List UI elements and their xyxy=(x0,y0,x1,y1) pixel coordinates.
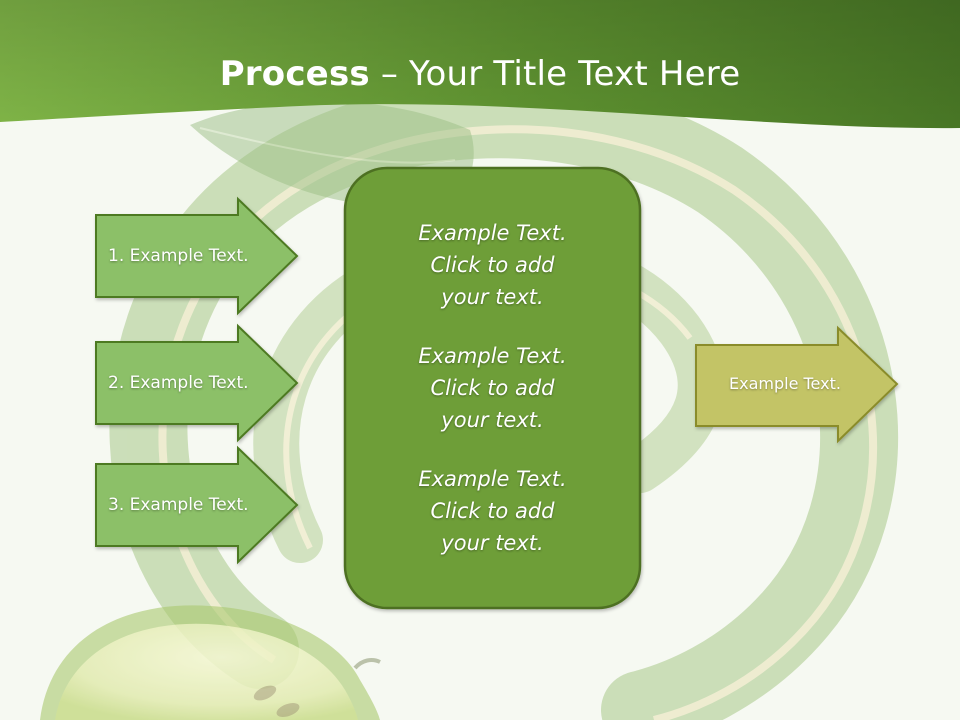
box-paragraph-2: Example Text. Click to add your text. xyxy=(418,340,566,436)
right-arrow-label[interactable]: Example Text. xyxy=(729,374,841,393)
arrow-shape-2[interactable] xyxy=(95,323,299,443)
box-line: your text. xyxy=(441,531,544,555)
box-line: your text. xyxy=(441,285,544,309)
arrow-label-1[interactable]: 1. Example Text. xyxy=(108,246,249,266)
box-line: Click to add xyxy=(430,499,555,523)
slide-title[interactable]: Process – Your Title Text Here xyxy=(0,52,960,96)
center-box-shape[interactable] xyxy=(343,166,642,610)
title-bold: Process xyxy=(219,54,370,94)
box-line: Example Text. xyxy=(418,221,567,245)
apple-graphic xyxy=(40,605,381,720)
box-line: Example Text. xyxy=(418,467,567,491)
box-paragraph-3: Example Text. Click to add your text. xyxy=(418,463,566,559)
box-line: Click to add xyxy=(430,253,555,277)
box-line: Example Text. xyxy=(418,344,567,368)
arrow-label-3[interactable]: 3. Example Text. xyxy=(108,495,249,515)
right-arrow-shape[interactable] xyxy=(695,325,899,444)
arrow-label-2[interactable]: 2. Example Text. xyxy=(108,373,249,393)
box-line: your text. xyxy=(441,408,544,432)
box-line: Click to add xyxy=(430,376,555,400)
arrow-shape-3[interactable] xyxy=(95,445,299,565)
center-box-text[interactable]: Example Text. Click to add your text. Ex… xyxy=(345,168,640,608)
title-rest: – Your Title Text Here xyxy=(369,54,741,94)
arrow-shape-1[interactable] xyxy=(95,196,299,316)
box-paragraph-1: Example Text. Click to add your text. xyxy=(418,217,566,313)
header-band xyxy=(0,0,960,129)
